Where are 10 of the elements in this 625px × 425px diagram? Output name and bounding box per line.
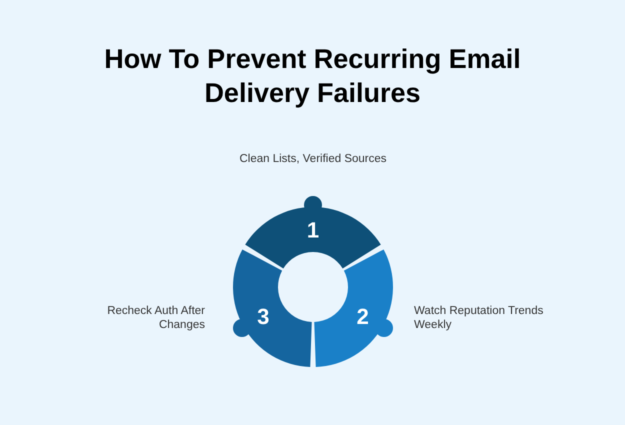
step-number: 3 [257, 304, 270, 329]
step-number: 1 [306, 218, 320, 242]
ring-segment [232, 249, 312, 367]
title: How To Prevent Recurring Email Delivery Failures [103, 43, 522, 110]
step-label: Watch Reputation Trends Weekly [414, 304, 544, 332]
ring-segment [245, 196, 381, 268]
step-number: 2 [356, 304, 369, 329]
step-label: Clean Lists, Verified Sources [238, 152, 388, 166]
ring-segment [314, 249, 394, 367]
step-label: Recheck Auth After Changes [106, 304, 205, 332]
